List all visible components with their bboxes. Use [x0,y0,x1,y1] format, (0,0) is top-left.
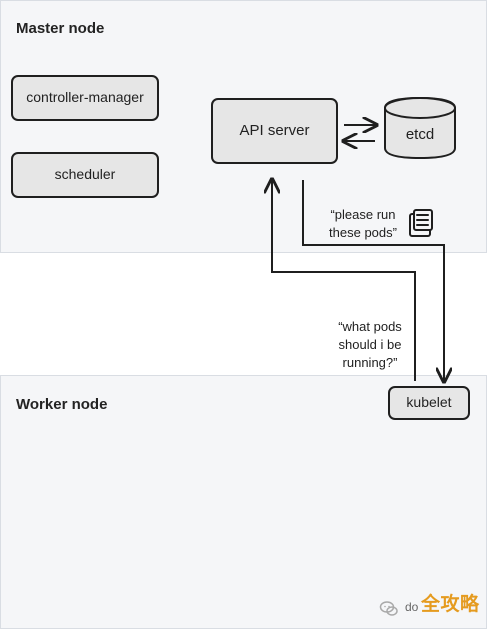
please-run-note: “please run these pods” [329,207,397,240]
scheduler-label: scheduler [54,166,116,183]
watermark-brand: 全攻略 [421,594,480,615]
scheduler-box: scheduler [11,152,159,198]
kubelet-to-api-arrow [272,180,416,381]
controller-manager-box: controller-manager [11,75,159,121]
api-to-kubelet-arrow [302,180,444,381]
etcd-cylinder: etcd [384,96,456,160]
api-server-label: API server [239,121,310,139]
worker-node-title: Worker node [16,396,108,413]
api-server-box: API server [211,98,338,164]
master-node-title: Master node [16,20,105,37]
what-pods-note: “what pods should i be running?” [338,319,402,370]
kubelet-box: kubelet [388,386,470,420]
controller-manager-label: controller-manager [26,89,144,106]
watermark-prefix: do [405,600,419,614]
kubelet-label: kubelet [406,394,452,411]
etcd-label: etcd [406,126,434,143]
wechat-icon [379,599,399,619]
document-stack-icon [409,209,433,237]
